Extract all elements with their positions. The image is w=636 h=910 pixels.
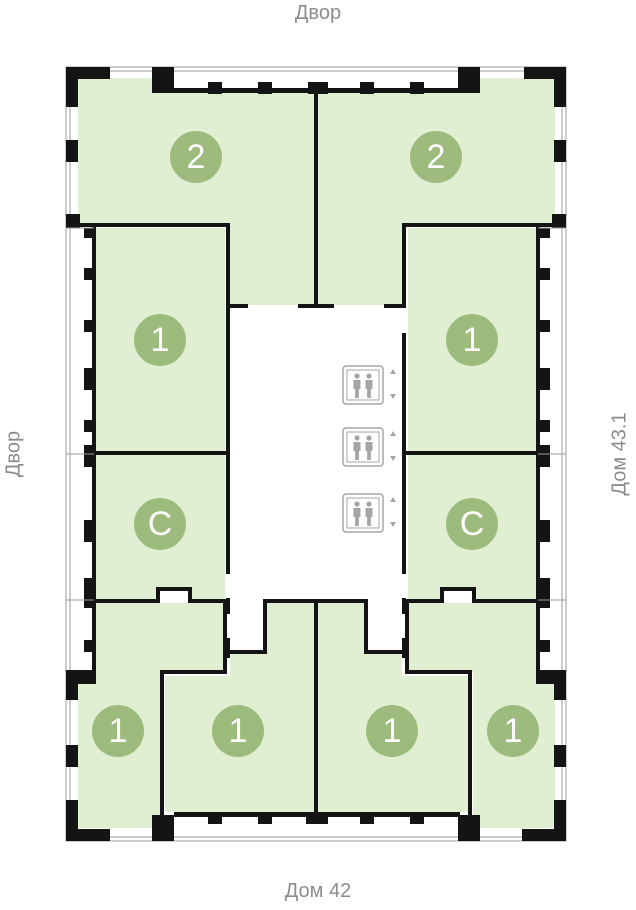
apartment-bottom-center-left[interactable]: 1 <box>165 603 315 812</box>
room-count-label: 2 <box>187 138 206 176</box>
room-count-badge <box>410 131 462 183</box>
room-count-badge <box>212 705 264 757</box>
apartment-left-upper[interactable]: 1 <box>96 228 225 452</box>
elevator-3 <box>342 493 397 533</box>
label-courtyard-top: Двор <box>294 2 342 24</box>
elevator-1 <box>342 365 397 405</box>
room-count-label: 1 <box>463 321 482 359</box>
elevator-people-icon <box>342 365 397 405</box>
room-count-label: С <box>460 505 485 543</box>
apartment-bottom-far-left[interactable]: 1 <box>78 603 225 828</box>
apartment-bottom-far-right[interactable]: 1 <box>408 603 555 828</box>
room-count-label: С <box>148 505 173 543</box>
room-count-label: 1 <box>109 712 128 750</box>
elevator-2 <box>342 427 397 467</box>
elevator-people-icon <box>342 493 397 533</box>
apartment-top-right[interactable]: 2 <box>317 78 555 305</box>
room-count-label: 1 <box>151 321 170 359</box>
room-count-label: 1 <box>504 712 523 750</box>
room-count-label: 1 <box>383 712 402 750</box>
room-count-badge <box>446 498 498 550</box>
apartment-top-left[interactable]: 2 <box>78 78 315 305</box>
room-count-badge <box>92 705 144 757</box>
apartment-right-studio[interactable]: С <box>408 455 538 600</box>
room-count-label: 1 <box>229 712 248 750</box>
room-count-badge <box>134 314 186 366</box>
label-house-42: Дом 42 <box>284 880 352 902</box>
apartment-right-upper[interactable]: 1 <box>408 228 538 452</box>
room-count-label: 2 <box>427 138 446 176</box>
side-window-frames <box>65 227 567 670</box>
apartment-bottom-center-right[interactable]: 1 <box>318 603 468 812</box>
elevator-people-icon <box>342 427 397 467</box>
room-count-badge <box>446 314 498 366</box>
room-count-badge <box>170 131 222 183</box>
room-count-badge <box>487 705 539 757</box>
room-count-badge <box>366 705 418 757</box>
apartment-left-studio[interactable]: С <box>96 455 225 600</box>
room-count-badge <box>134 498 186 550</box>
